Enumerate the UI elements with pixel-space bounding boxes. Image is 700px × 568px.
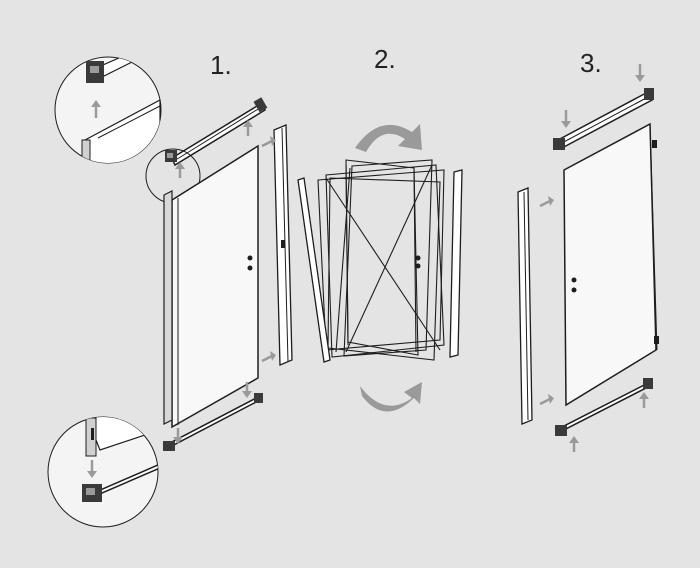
step1-door-panel bbox=[171, 144, 259, 429]
step1-left-profile bbox=[163, 190, 173, 425]
step1-top-rail bbox=[171, 97, 268, 167]
step1-handle bbox=[247, 255, 253, 261]
arrow-up-icon bbox=[243, 120, 253, 136]
arrow-down-icon bbox=[561, 110, 571, 128]
arrow-down-icon bbox=[87, 460, 97, 478]
arrow-up-icon bbox=[569, 436, 579, 452]
rotate-counterclockwise-icon bbox=[360, 382, 422, 412]
step1-wall-profile bbox=[273, 124, 293, 366]
arrow-up-icon bbox=[91, 100, 101, 118]
step3-top-rail bbox=[553, 88, 654, 150]
step-1-group bbox=[47, 56, 293, 528]
step3-handle bbox=[571, 277, 577, 283]
step1-top-detail-inset bbox=[54, 56, 162, 164]
step3-wall-profile bbox=[517, 187, 533, 425]
step2-rotating-frames bbox=[317, 159, 445, 361]
step2-handle bbox=[415, 255, 421, 261]
arrow-right-icon bbox=[539, 196, 554, 208]
arrow-right-icon bbox=[261, 351, 276, 363]
arrow-down-icon bbox=[635, 64, 645, 82]
step2-left-profile bbox=[297, 177, 331, 363]
step1-bottom-rail bbox=[163, 393, 263, 451]
rotate-clockwise-icon bbox=[355, 124, 422, 152]
step-1-label: 1. bbox=[210, 50, 232, 80]
step1-top-bracket bbox=[165, 150, 177, 162]
step2-right-profile bbox=[449, 169, 463, 358]
arrow-up-icon bbox=[639, 392, 649, 408]
step-3-group bbox=[517, 64, 659, 452]
step3-bottom-rail bbox=[555, 378, 653, 436]
step-3-label: 3. bbox=[580, 48, 602, 78]
arrow-down-icon bbox=[242, 382, 252, 398]
step-2-label: 2. bbox=[374, 44, 396, 74]
step1-bottom-detail-inset bbox=[47, 416, 159, 528]
arrow-right-icon bbox=[539, 394, 554, 406]
arrow-up-icon bbox=[175, 162, 185, 178]
arrow-down-icon bbox=[173, 428, 183, 444]
step3-door-panel bbox=[563, 122, 659, 407]
arrow-right-icon bbox=[261, 136, 276, 148]
step-2-group bbox=[297, 124, 463, 412]
